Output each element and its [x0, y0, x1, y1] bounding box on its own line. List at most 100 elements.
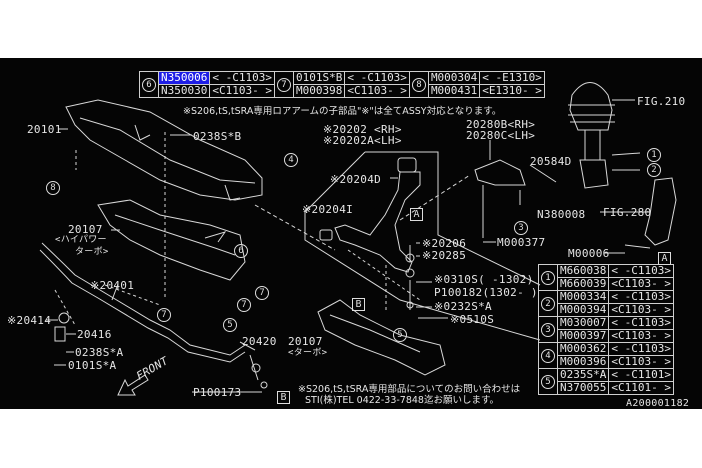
part-number-cell[interactable]: M000334: [556, 290, 610, 304]
part-label-20202A[interactable]: ※20202A<LH>: [323, 134, 402, 147]
part-number-cell[interactable]: N350030: [157, 84, 211, 98]
bottom-note-line2: STI(株)TEL 0422-33-7848迄お願いします。: [305, 395, 500, 406]
range-cell: < -C1103>: [608, 316, 674, 330]
fig-ref-280[interactable]: FIG.280: [603, 206, 652, 219]
range-cell: <C1103- >: [344, 84, 410, 98]
range-cell: <C1101- >: [608, 381, 674, 395]
range-cell: <E1310- >: [479, 84, 545, 98]
part-sublabel: <ハイパワー: [55, 235, 107, 245]
strut-spring-outline: [569, 82, 613, 131]
callout-5[interactable]: 5: [393, 328, 407, 342]
part-label-M000377[interactable]: M000377: [497, 236, 546, 249]
part-label-20206[interactable]: ※20206: [422, 237, 467, 250]
range-cell: <C1103- >: [608, 303, 674, 317]
part-label-20204D[interactable]: ※20204D: [330, 173, 382, 186]
table-row: M660039<C1103- >: [539, 277, 674, 291]
callout-8: 8: [411, 77, 426, 92]
subframe-hipower-outline: [97, 199, 246, 281]
part-number-cell[interactable]: M030007: [556, 316, 610, 330]
part-label-0510S[interactable]: ※0510S: [450, 313, 495, 326]
part-label-20280B[interactable]: 20280B<RH>: [466, 118, 536, 131]
callout-3[interactable]: 3: [514, 221, 528, 235]
callout-1[interactable]: 1: [647, 148, 661, 162]
part-number-cell[interactable]: M000398: [292, 84, 346, 98]
callout-2: 2: [541, 296, 555, 311]
callout-6[interactable]: 6: [234, 244, 248, 258]
part-label-20107-hipower[interactable]: 20107: [68, 223, 103, 236]
ref-box-A[interactable]: A: [410, 208, 423, 221]
part-number-cell[interactable]: M660039: [556, 277, 610, 291]
bottom-note-line1: ※S206,tS,tSRA専用部品についてのお問い合わせは: [298, 384, 521, 395]
callout-5[interactable]: 5: [223, 318, 237, 332]
part-label-20584D[interactable]: 20584D: [530, 155, 572, 168]
part-number-cell[interactable]: M000397: [556, 329, 610, 343]
part-label-20107-turbo[interactable]: 20107: [288, 335, 323, 348]
ref-box-B[interactable]: B: [352, 298, 365, 311]
part-label-0310S[interactable]: ※0310S( -1302): [434, 273, 534, 286]
part-number-cell[interactable]: M000362: [556, 342, 610, 356]
lower-arm-group-outline: [365, 151, 541, 286]
callout-5: 5: [541, 374, 555, 389]
part-sublabel: ターボ>: [75, 247, 109, 257]
part-label-0238SB[interactable]: 0238S*B: [193, 130, 242, 143]
part-label-20401[interactable]: ※20401: [90, 279, 135, 292]
part-number-cell[interactable]: 0101S*B: [292, 71, 346, 85]
part-label-20285[interactable]: ※20285: [422, 249, 467, 262]
part-number-cell[interactable]: M000304: [427, 71, 481, 85]
range-cell: < -C1103>: [608, 290, 674, 304]
callout-7: 7: [276, 77, 291, 92]
part-label-20204I[interactable]: ※20204I: [302, 203, 354, 216]
callout-7[interactable]: 7: [237, 298, 251, 312]
range-cell: <C1103- >: [608, 277, 674, 291]
top-note: ※S206,tS,tSRA専用ロアアームの子部品"※"は全てASSY対応となりま…: [183, 106, 502, 117]
range-cell: <C1103- >: [608, 329, 674, 343]
part-label-20414[interactable]: ※20414: [7, 314, 52, 327]
table-row: M000394<C1103- >: [539, 303, 674, 317]
ref-box-B[interactable]: B: [277, 391, 290, 404]
part-number-cell[interactable]: M000431: [427, 84, 481, 98]
part-number-cell-selected[interactable]: N350006: [157, 71, 211, 85]
parts-diagram-canvas: 6 N350006 < -C1103> 7 0101S*B < -C1103> …: [0, 58, 702, 409]
part-label-0238SA[interactable]: 0238S*A: [75, 346, 124, 359]
table-row: M000396<C1103- >: [539, 355, 674, 369]
part-number-cell[interactable]: N370055: [556, 381, 610, 395]
part-number-cell[interactable]: M000394: [556, 303, 610, 317]
callout-8[interactable]: 8: [46, 181, 60, 195]
part-label-M00006[interactable]: M00006: [568, 247, 610, 260]
range-cell: <C1103- >: [608, 355, 674, 369]
part-label-20101[interactable]: 20101: [27, 123, 62, 136]
part-label-20420[interactable]: 20420: [242, 335, 277, 348]
diagram-linework: [39, 82, 677, 396]
part-label-P100173[interactable]: P100173: [193, 386, 242, 399]
range-cell: < -C1103>: [608, 264, 674, 278]
table-row: N350030 <C1103- > M000398 <C1103- > M000…: [140, 84, 545, 98]
part-label-N380008[interactable]: N380008: [537, 208, 586, 221]
part-label-0232SA[interactable]: ※0232S*A: [434, 300, 492, 313]
callout-4[interactable]: 4: [284, 153, 298, 167]
part-label-20202[interactable]: ※20202 <RH>: [323, 123, 402, 136]
callout-7[interactable]: 7: [255, 286, 269, 300]
callout-2[interactable]: 2: [647, 163, 661, 177]
part-label-20280C[interactable]: 20280C<LH>: [466, 129, 536, 142]
callout-4: 4: [541, 348, 555, 363]
part-label-P100182[interactable]: P100182(1302- ): [434, 286, 538, 299]
range-cell: < -C1103>: [344, 71, 410, 85]
range-cell: <C1103- >: [209, 84, 275, 98]
subframe-turbo-outline: [317, 299, 446, 376]
top-parts-table: 6 N350006 < -C1103> 7 0101S*B < -C1103> …: [139, 71, 545, 98]
part-number-cell[interactable]: M000396: [556, 355, 610, 369]
part-label-0101SA[interactable]: 0101S*A: [68, 359, 117, 372]
part-number-cell[interactable]: M660038: [556, 264, 610, 278]
callout-3: 3: [541, 322, 555, 337]
callout-7[interactable]: 7: [157, 308, 171, 322]
ref-box-A[interactable]: A: [658, 252, 671, 265]
part-number-cell[interactable]: 0235S*A: [556, 368, 610, 382]
callout-6: 6: [142, 77, 156, 92]
part-label-20416[interactable]: 20416: [77, 328, 112, 341]
fig-ref-210[interactable]: FIG.210: [637, 95, 686, 108]
